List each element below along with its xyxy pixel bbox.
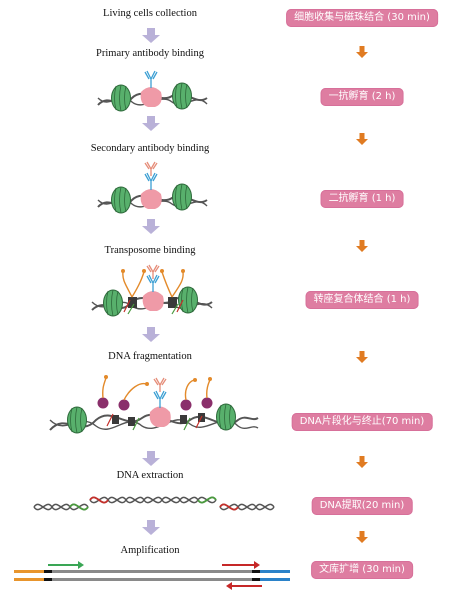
chromatin-primary-antibody bbox=[97, 70, 208, 112]
step-label-fragmentation: DNA fragmentation bbox=[108, 351, 192, 362]
step-label-secondary-antibody: Secondary antibody binding bbox=[90, 143, 210, 154]
down-arrow-right-5 bbox=[356, 456, 368, 468]
forward-primer-icon bbox=[78, 561, 84, 569]
target-protein bbox=[140, 87, 162, 107]
transposase-right bbox=[168, 297, 177, 308]
down-arrow-right-4 bbox=[356, 351, 368, 363]
step-pill-primary-antibody: 一抗孵育 (2 h) bbox=[320, 88, 404, 106]
step-label-extraction: DNA extraction bbox=[116, 470, 184, 481]
down-arrow-4 bbox=[142, 327, 160, 342]
step-pill-cell-collection: 细胞收集与磁珠结合 (30 min) bbox=[286, 9, 438, 27]
down-arrow-6 bbox=[142, 520, 160, 535]
step-pill-secondary-antibody: 二抗孵育 (1 h) bbox=[320, 190, 404, 208]
step-label-cell-collection: Living cells collection bbox=[103, 8, 197, 19]
primary-antibody bbox=[144, 70, 158, 89]
down-arrow-right-3 bbox=[356, 240, 368, 252]
step-pill-amplification: 文库扩增 (30 min) bbox=[311, 561, 413, 579]
stop-bead bbox=[97, 397, 109, 409]
down-arrow-5 bbox=[142, 451, 160, 466]
down-arrow-right-2 bbox=[356, 133, 368, 145]
chromatin-transposome bbox=[91, 264, 213, 317]
chromatin-fragmentation bbox=[49, 375, 259, 434]
step-label-amplification: Amplification bbox=[120, 545, 180, 556]
reverse-primer-icon bbox=[226, 582, 232, 590]
chromatin-secondary-antibody bbox=[97, 161, 208, 214]
library-amplification bbox=[14, 561, 290, 590]
down-arrow-1 bbox=[142, 28, 160, 43]
step-label-transposome: Transposome binding bbox=[104, 245, 196, 256]
transposase-left bbox=[128, 297, 137, 308]
down-arrow-3 bbox=[142, 219, 160, 234]
down-arrow-right-6 bbox=[356, 531, 368, 543]
step-label-primary-antibody: Primary antibody binding bbox=[96, 48, 204, 59]
down-arrow-2 bbox=[142, 116, 160, 131]
dna-fragments bbox=[33, 496, 275, 511]
step-pill-fragmentation: DNA片段化与终止(70 min) bbox=[291, 413, 433, 431]
step-pill-extraction: DNA提取(20 min) bbox=[311, 497, 413, 515]
step-pill-transposome: 转座复合体结合 (1 h) bbox=[305, 291, 419, 309]
down-arrow-right-1 bbox=[356, 46, 368, 58]
